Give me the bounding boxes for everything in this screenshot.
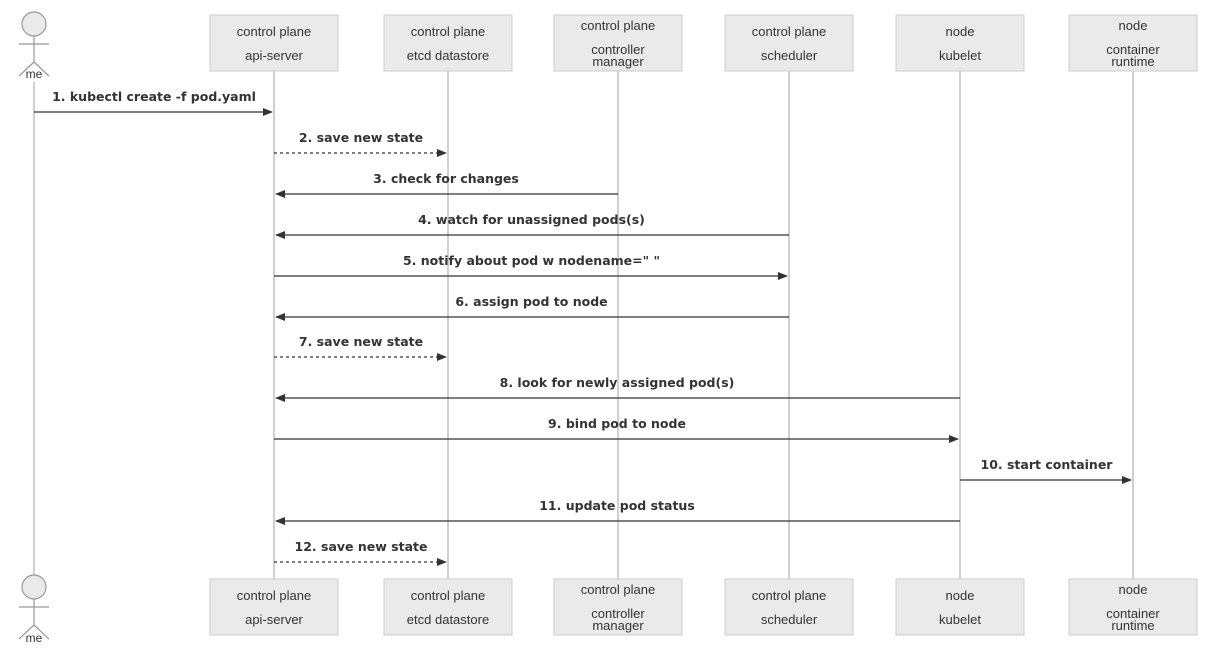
message-label: 9. bind pod to node: [548, 416, 686, 431]
message-10: 10. start container: [960, 457, 1132, 484]
message-11: 11. update pod status: [275, 498, 960, 525]
message-label: 6. assign pod to node: [455, 294, 607, 309]
participant-group-label: control plane: [581, 18, 655, 33]
message-label: 2. save new state: [299, 130, 423, 145]
participant-api-bottom: control plane api-server: [209, 578, 339, 636]
participant-name-label: api-server: [245, 48, 303, 63]
participant-group-label: node: [946, 588, 975, 603]
participant-box: [383, 578, 513, 636]
message-7: 7. save new state: [274, 334, 447, 361]
person-icon: [18, 574, 50, 640]
message-3: 3. check for changes: [275, 171, 618, 198]
participant-name-label: container: [1106, 606, 1160, 621]
participant-group-label: control plane: [237, 24, 311, 39]
message-1: 1. kubectl create -f pod.yaml: [34, 89, 273, 116]
participant-name-label: kubelet: [939, 612, 981, 627]
participant-kubelet-bottom: node kubelet: [895, 578, 1025, 636]
participant-kubelet-top: node kubelet: [895, 14, 1025, 72]
participant-name-label: api-server: [245, 612, 303, 627]
participant-box: [1068, 578, 1198, 636]
actor-bottom: me: [18, 574, 50, 645]
message-6: 6. assign pod to node: [275, 294, 789, 321]
message-label: 10. start container: [981, 457, 1114, 472]
participant-box: [553, 578, 683, 636]
participant-sched-top: control plane scheduler: [724, 14, 854, 72]
message-5: 5. notify about pod w nodename=" ": [274, 253, 788, 280]
participant-etcd-bottom: control plane etcd datastore: [383, 578, 513, 636]
participant-etcd-top: control plane etcd datastore: [383, 14, 513, 72]
participant-group-label: control plane: [752, 588, 826, 603]
participant-group-label: control plane: [752, 24, 826, 39]
message-4: 4. watch for unassigned pods(s): [275, 212, 789, 239]
participant-box: [1068, 14, 1198, 72]
participant-box: [724, 14, 854, 72]
message-9: 9. bind pod to node: [274, 416, 959, 443]
participant-name-label: etcd datastore: [407, 612, 489, 627]
participant-box: [383, 14, 513, 72]
participant-sched-bottom: control plane scheduler: [724, 578, 854, 636]
participant-name-label: kubelet: [939, 48, 981, 63]
participant-name-label: scheduler: [761, 48, 818, 63]
participant-name-label: controller: [591, 606, 645, 621]
participant-group-label: control plane: [237, 588, 311, 603]
participant-box: [724, 578, 854, 636]
participant-name-label: runtime: [1111, 54, 1154, 69]
participant-box: [209, 14, 339, 72]
message-label: 5. notify about pod w nodename=" ": [403, 253, 660, 268]
participant-group-label: node: [946, 24, 975, 39]
participant-box: [553, 14, 683, 72]
participant-group-label: control plane: [411, 588, 485, 603]
message-8: 8. look for newly assigned pod(s): [275, 375, 960, 402]
message-label: 1. kubectl create -f pod.yaml: [52, 89, 256, 104]
participant-api-top: control plane api-server: [209, 14, 339, 72]
message-label: 4. watch for unassigned pods(s): [418, 212, 645, 227]
participant-group-label: control plane: [411, 24, 485, 39]
participant-group-label: node: [1119, 582, 1148, 597]
message-label: 11. update pod status: [539, 498, 695, 513]
participant-group-label: control plane: [581, 582, 655, 597]
participant-group-label: node: [1119, 18, 1148, 33]
participant-box: [895, 578, 1025, 636]
message-label: 12. save new state: [295, 539, 428, 554]
message-label: 8. look for newly assigned pod(s): [500, 375, 735, 390]
message-2: 2. save new state: [274, 130, 447, 157]
participant-name-label: etcd datastore: [407, 48, 489, 63]
participant-name-label: controller: [591, 42, 645, 57]
participant-name-label: manager: [592, 54, 644, 69]
participant-box: [895, 14, 1025, 72]
participant-name-label: container: [1106, 42, 1160, 57]
participant-name-label: runtime: [1111, 618, 1154, 633]
actor-label: me: [26, 67, 43, 81]
participant-name-label: scheduler: [761, 612, 818, 627]
message-label: 3. check for changes: [373, 171, 519, 186]
message-12: 12. save new state: [274, 539, 447, 566]
participant-box: [209, 578, 339, 636]
message-label: 7. save new state: [299, 334, 423, 349]
actor-label: me: [26, 631, 43, 645]
actor-top: me: [18, 11, 50, 81]
person-icon: [18, 11, 50, 77]
participant-name-label: manager: [592, 618, 644, 633]
